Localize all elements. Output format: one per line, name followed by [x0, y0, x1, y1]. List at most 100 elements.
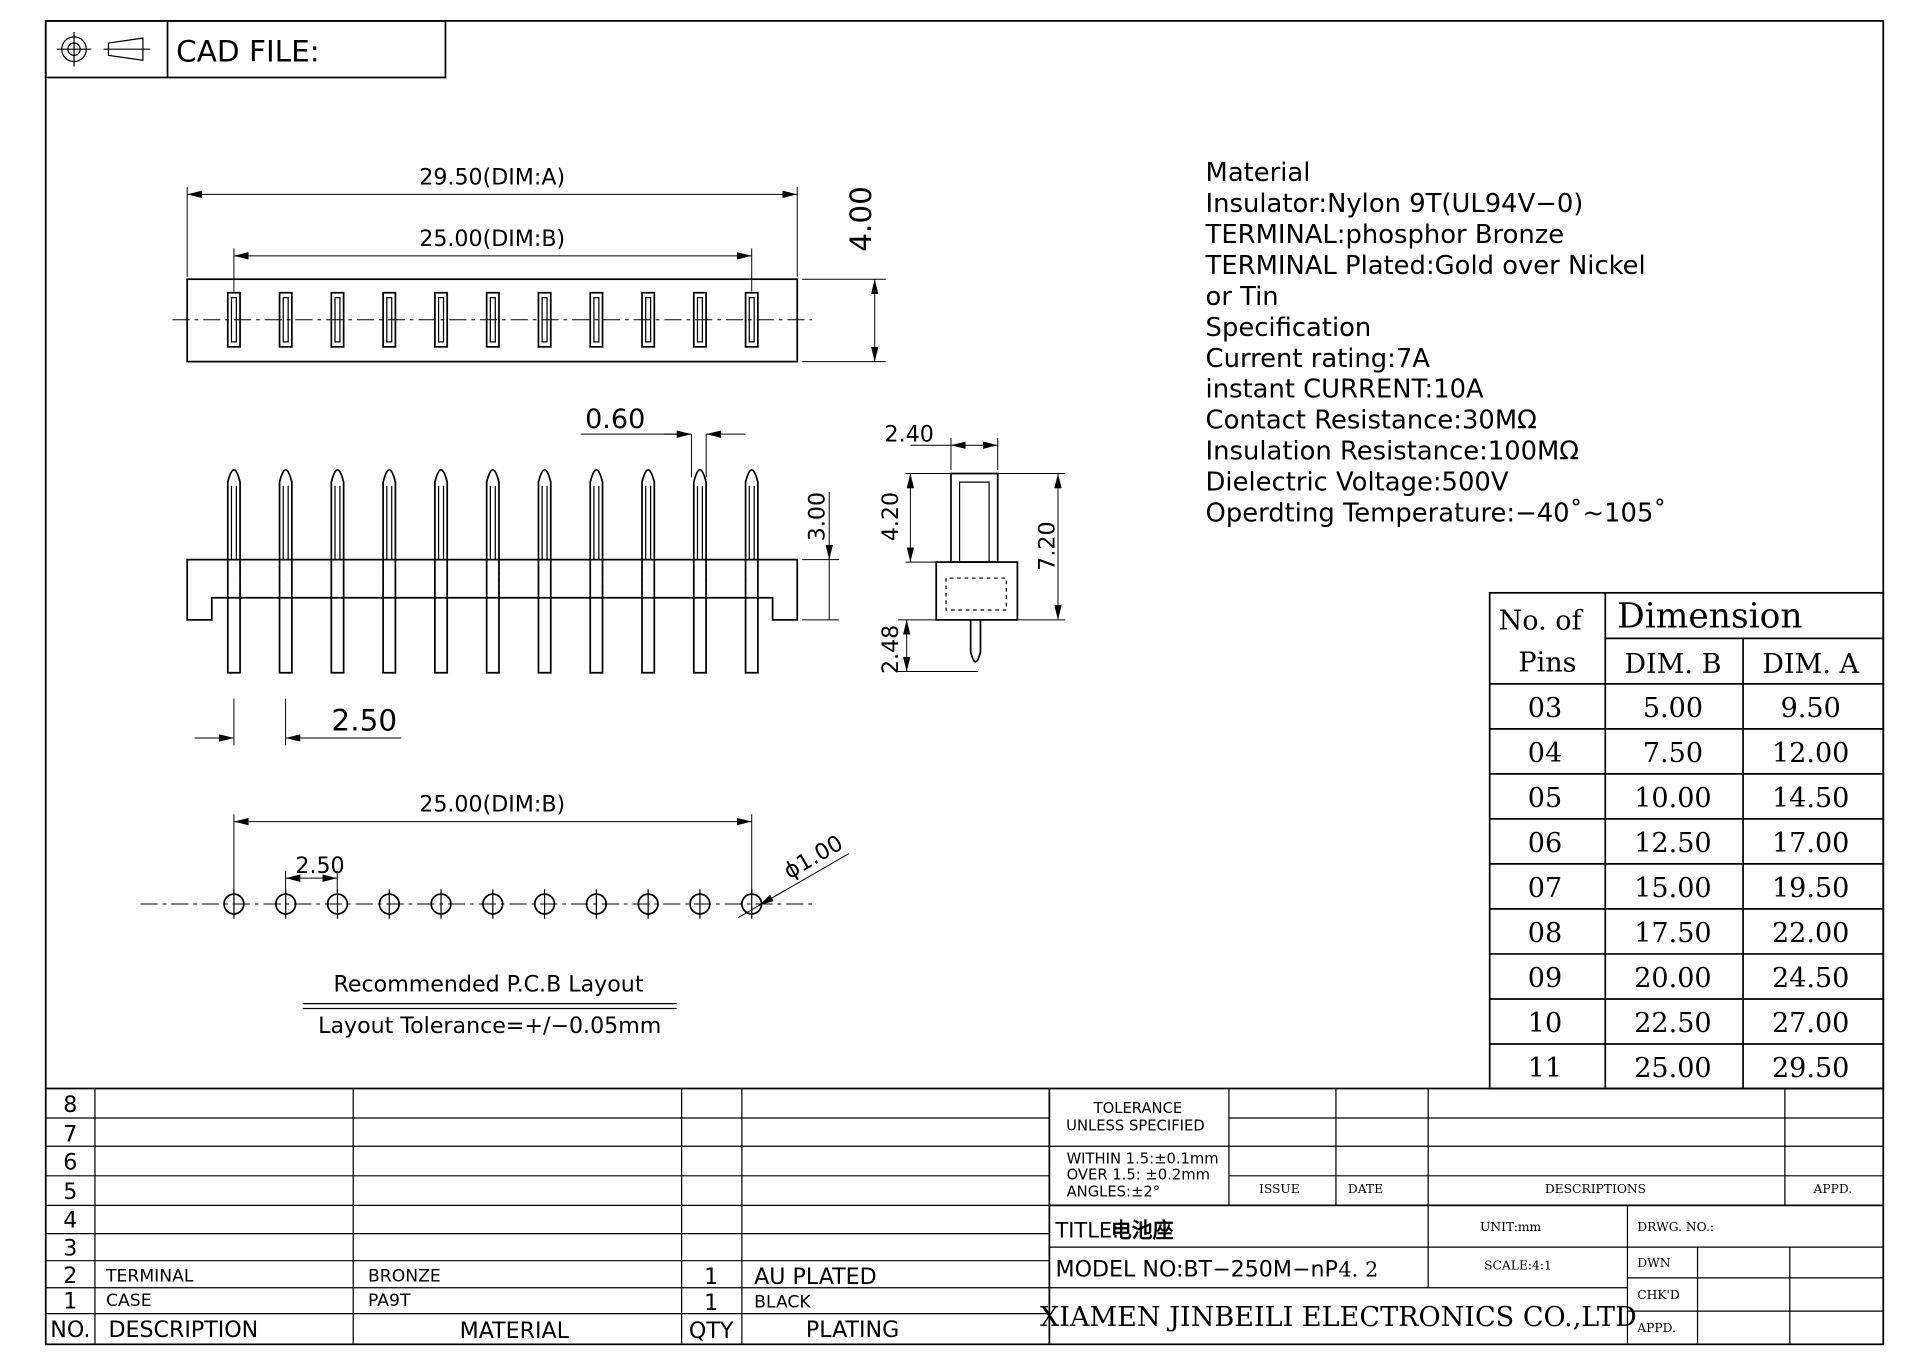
front-pin — [641, 468, 656, 674]
bom-row-number: 1 — [63, 1289, 77, 1315]
height-label: 4.00 — [844, 186, 878, 252]
tolerance-title-2: UNLESS SPECIFIED — [1066, 1117, 1205, 1134]
pcb-title: Recommended P.C.B Layout — [334, 971, 644, 997]
appd-header: APPD. — [1812, 1182, 1852, 1196]
chkd-label: CHK'D — [1637, 1288, 1680, 1302]
header-box: CAD FILE: — [44, 20, 447, 79]
top-pins — [226, 291, 759, 348]
pcb-holes — [223, 889, 763, 919]
spec-line: Insulator:Nylon 9T(UL94V−0) — [1206, 189, 1584, 219]
no-of-header: No. of — [1499, 606, 1584, 637]
dim-table-cell: 03 — [1528, 693, 1562, 724]
top-pin — [692, 291, 707, 348]
scale-label: SCALE:4:1 — [1484, 1258, 1552, 1272]
bom-case-plating: BLACK — [754, 1292, 811, 1312]
bom-row-number: 8 — [63, 1092, 77, 1118]
dim-table-cell: 22.50 — [1634, 1008, 1711, 1039]
tolerance-angles: ANGLES:±2° — [1067, 1184, 1161, 1201]
front-pin — [485, 468, 500, 674]
dim-table-cell: 09 — [1528, 963, 1562, 994]
bom-row-number: 7 — [63, 1121, 77, 1147]
bom-terminal-material: BRONZE — [368, 1267, 441, 1287]
dim-table-cell: 5.00 — [1643, 693, 1703, 724]
dim-table-cell: 11 — [1528, 1053, 1562, 1084]
dim-table-cell: 05 — [1528, 783, 1562, 814]
spec-line: Current rating:7A — [1206, 344, 1431, 374]
pcb-hole — [637, 889, 659, 919]
tolerance-over: OVER 1.5: ±0.2mm — [1067, 1167, 1210, 1184]
model-value: BT−250M−nP — [1183, 1257, 1337, 1283]
top-pin — [434, 291, 449, 348]
side-pin-tail — [969, 619, 982, 663]
front-pins — [226, 468, 759, 674]
bom-header-material: MATERIAL — [460, 1318, 570, 1344]
pcb-pitch-label: 2.50 — [295, 853, 344, 879]
bom-row-number: 3 — [63, 1236, 77, 1262]
dim-table-cell: 08 — [1528, 918, 1562, 949]
bom-row-number: 2 — [63, 1263, 77, 1289]
dim-b-label: 25.00(DIM:B) — [419, 226, 565, 252]
drawing-number-label: DRWG. NO.: — [1637, 1220, 1714, 1234]
side-upper-label: 4.20 — [878, 492, 904, 541]
top-pin — [744, 291, 759, 348]
tolerance-within: WITHIN 1.5:±0.1mm — [1067, 1151, 1219, 1168]
dim-table-cell: 20.00 — [1634, 963, 1711, 994]
front-pin — [382, 468, 397, 674]
bom-row-number: 6 — [63, 1150, 77, 1176]
bom-header-no: NO. — [50, 1317, 90, 1343]
model-label: MODEL NO: — [1056, 1257, 1184, 1283]
top-pin — [226, 291, 241, 348]
side-tail-label: 2.48 — [878, 625, 904, 674]
title-value: 电池座 — [1111, 1218, 1174, 1242]
housing-top — [186, 278, 799, 363]
dim-table-cell: 19.50 — [1772, 873, 1849, 904]
dim-table-cell: 12.00 — [1772, 738, 1849, 769]
title-label: TITLE: — [1055, 1218, 1120, 1242]
side-width-label: 2.40 — [885, 422, 934, 448]
appd-label: APPD. — [1636, 1321, 1676, 1335]
dim-table-cell: 10 — [1528, 1008, 1562, 1039]
front-pin — [434, 468, 449, 674]
front-pin — [537, 468, 552, 674]
pcb-hole — [378, 889, 400, 919]
dim-table-cell: 24.50 — [1772, 963, 1849, 994]
bom-row-number: 4 — [63, 1207, 77, 1233]
top-pin — [537, 291, 552, 348]
dim-a-label: 29.50(DIM:A) — [419, 164, 565, 190]
top-view: 29.50(DIM:A) 25.00(DIM:B) 4.00 — [172, 164, 886, 363]
dim-table-cell: 12.50 — [1634, 828, 1711, 859]
dimension-header: Dimension — [1617, 596, 1802, 636]
pcb-hole — [430, 889, 452, 919]
dim-table-cell: 14.50 — [1772, 783, 1849, 814]
spec-line: TERMINAL:phosphor Bronze — [1205, 220, 1565, 250]
dim-table-row: 09 20.00 24.50 — [1489, 953, 1884, 994]
date-header: DATE — [1348, 1182, 1383, 1196]
pins-header: Pins — [1518, 648, 1576, 679]
dwn-label: DWN — [1637, 1256, 1670, 1270]
pcb-hole — [326, 889, 349, 919]
dim-table-cell: 25.00 — [1634, 1053, 1711, 1084]
company-name: XIAMEN JINBEILI ELECTRONICS CO.,LTD — [1040, 1302, 1637, 1333]
bom-header-desc: DESCRIPTION — [108, 1317, 258, 1343]
pcb-hole — [274, 889, 297, 919]
spec-line: Contact Resistance:30MΩ — [1206, 406, 1537, 436]
spec-line: Dielectric Voltage:500V — [1206, 468, 1509, 498]
unit-label: UNIT:mm — [1480, 1220, 1541, 1234]
pcb-hole — [585, 889, 608, 919]
dim-table-cell: 7.50 — [1643, 738, 1703, 769]
bom-terminal-desc: TERMINAL — [105, 1267, 194, 1287]
descriptions-header: DESCRIPTIONS — [1545, 1182, 1646, 1196]
bom-terminal-qty: 1 — [704, 1264, 718, 1290]
dim-table-cell: 07 — [1528, 873, 1562, 904]
front-pin — [589, 468, 604, 674]
